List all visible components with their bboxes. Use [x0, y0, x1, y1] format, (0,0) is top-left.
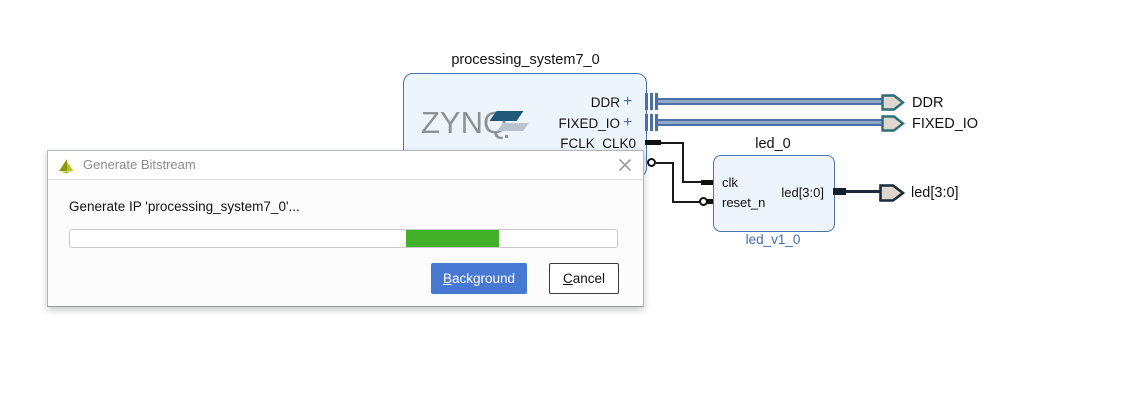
led-block-subtitle[interactable]: led_v1_0 — [745, 232, 801, 247]
led-port-label-reset-n[interactable]: reset_n — [722, 195, 766, 210]
ddr-bus-hash-icon — [645, 93, 658, 110]
ddr-external-port-icon[interactable] — [881, 94, 905, 111]
ps-port-label-fclk-clk0[interactable]: FCLK_CLK0 — [560, 136, 636, 151]
progress-bar-indicator — [406, 230, 499, 247]
dialog-titlebar[interactable]: Generate Bitstream — [48, 151, 643, 180]
led-0-block[interactable] — [713, 155, 835, 232]
reset-net-wire-2[interactable] — [672, 200, 700, 203]
vivado-logo-icon — [59, 159, 74, 174]
led-reset-port-stub[interactable] — [707, 199, 713, 204]
dialog-title: Generate Bitstream — [83, 157, 196, 172]
led-port-label-led-out[interactable]: led[3:0] — [781, 185, 824, 200]
generate-bitstream-dialog: Generate Bitstream Generate IP 'processi… — [47, 150, 644, 307]
fixed-io-bus-hash-icon — [645, 114, 658, 131]
close-icon[interactable] — [618, 158, 632, 172]
progress-bar — [69, 229, 618, 248]
ddr-bus-wire[interactable] — [658, 98, 883, 105]
ddr-expand-plus-icon[interactable]: + — [623, 93, 633, 110]
clk-net-wire-2[interactable] — [682, 181, 702, 183]
led-clk-port-stub[interactable] — [701, 179, 713, 185]
cancel-button[interactable]: Cancel — [549, 263, 619, 294]
external-port-label-ddr: DDR — [912, 95, 944, 111]
fixed-io-external-port-icon[interactable] — [881, 115, 905, 132]
external-port-label-led: led[3:0] — [911, 185, 959, 201]
ps-port-label-fixed-io[interactable]: FIXED_IO — [558, 116, 620, 131]
fclk-clk0-port-stub[interactable] — [645, 140, 661, 145]
led-out-port-stub[interactable] — [833, 188, 846, 195]
external-port-label-fixed-io: FIXED_IO — [912, 116, 979, 132]
clk-net-wire[interactable] — [661, 141, 684, 144]
background-button[interactable]: Background — [431, 263, 527, 294]
ps-port-label-ddr[interactable]: DDR — [590, 95, 620, 110]
zynq-logo: ZYNQ — [421, 107, 541, 147]
led-block-title: led_0 — [755, 136, 791, 152]
zynq-logo-dot — [505, 135, 508, 138]
fixed-io-expand-plus-icon[interactable]: + — [623, 114, 633, 131]
led-external-port-icon[interactable] — [879, 184, 905, 202]
ps-block-title: processing_system7_0 — [451, 52, 600, 68]
reset-net-wire[interactable] — [656, 161, 674, 164]
fclk-reset-bubble-icon[interactable] — [647, 158, 656, 167]
led-reset-bubble-icon[interactable] — [699, 197, 708, 206]
dialog-message: Generate IP 'processing_system7_0'... — [69, 199, 300, 214]
zynq-logo-text: ZYNQ — [421, 105, 508, 140]
fixed-io-bus-wire[interactable] — [658, 119, 883, 126]
led-out-net-wire[interactable] — [845, 190, 881, 193]
clk-net-wire-vertical[interactable] — [682, 141, 684, 183]
reset-net-wire-vertical[interactable] — [672, 161, 674, 203]
led-port-label-clk[interactable]: clk — [722, 175, 738, 190]
